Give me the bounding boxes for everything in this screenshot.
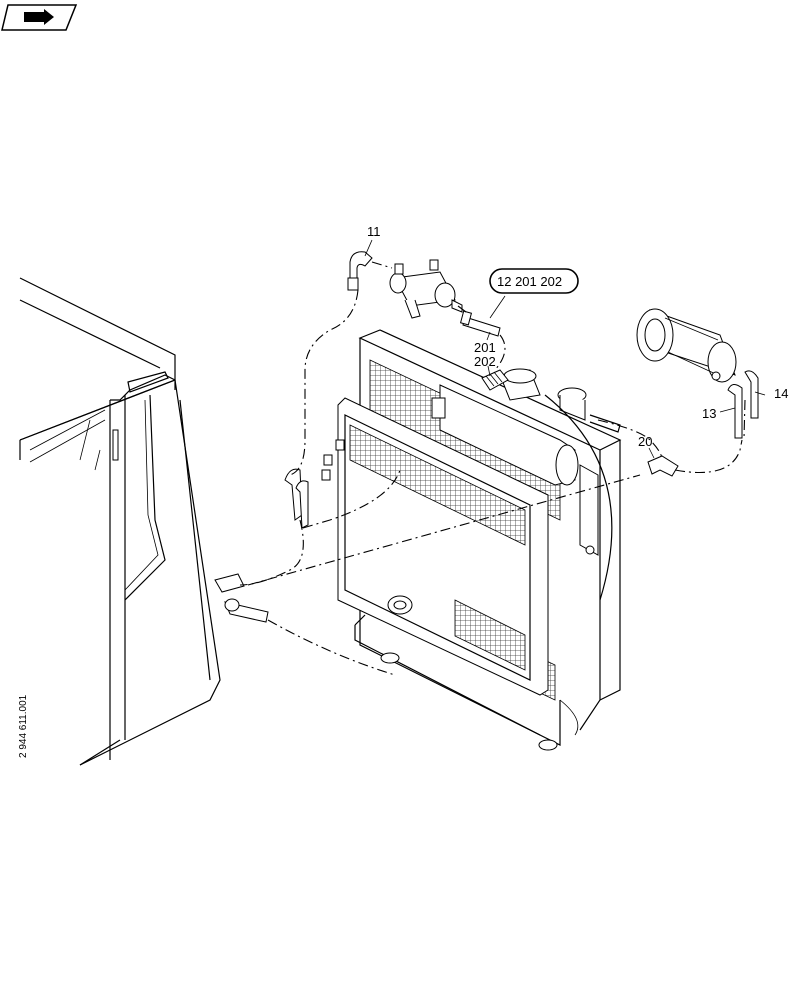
compressor	[636, 308, 737, 383]
book-arrow-icon[interactable]	[1, 4, 78, 31]
callout-13: 13	[702, 406, 716, 421]
document-number: 2 944 611.001	[18, 694, 29, 758]
reference-link-box[interactable]: 12 201 202	[489, 268, 579, 294]
hose-routing-lines	[239, 261, 746, 676]
fitting-201	[459, 310, 501, 337]
callout-20: 20	[638, 434, 652, 449]
hose-fitting-13	[727, 384, 743, 439]
callout-201: 201	[474, 340, 496, 355]
receiver-drier	[389, 259, 463, 319]
radiator-assembly	[337, 329, 622, 751]
hose-fitting-11	[347, 251, 373, 291]
callout-202: 202	[474, 354, 496, 369]
cab-outline	[19, 277, 221, 766]
leader-lines	[364, 239, 766, 459]
callout-14: 14	[774, 386, 788, 401]
hose-fitting-14	[744, 370, 759, 419]
callout-11: 11	[367, 224, 381, 239]
hose-fittings-left	[214, 439, 345, 623]
reference-link-label[interactable]: 12 201 202	[497, 274, 562, 289]
fitting-202	[481, 369, 509, 391]
fitting-20	[647, 455, 679, 477]
